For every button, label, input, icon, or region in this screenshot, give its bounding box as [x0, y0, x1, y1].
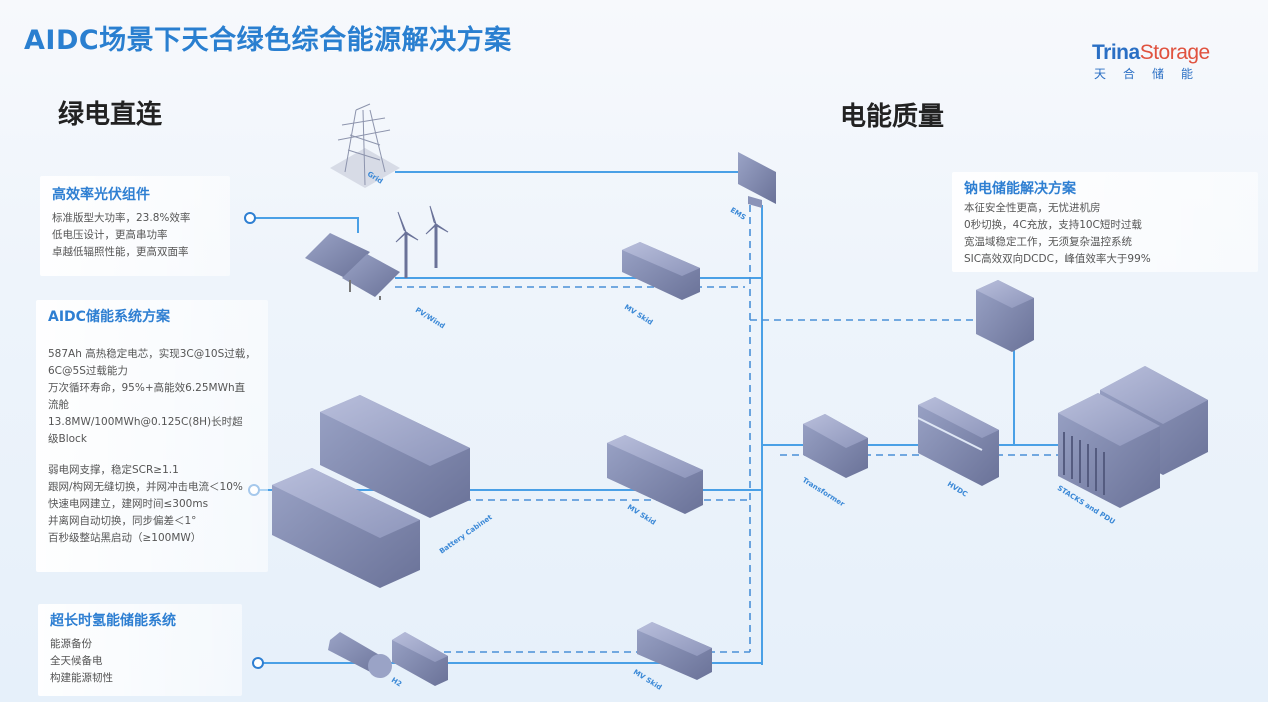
mv-skid-icon-1	[622, 242, 700, 300]
section-title-power-quality: 电能质量	[840, 102, 945, 132]
hvdc-icon	[917, 397, 999, 486]
panel-pv-heading: 高效率光伏组件	[52, 187, 150, 203]
panel-aidc-line: 587Ah 高热稳定电芯，实现3C@10S过载，	[48, 348, 256, 360]
panel-aidc-storage: AIDC储能系统方案 587Ah 高热稳定电芯，实现3C@10S过载， 6C@5…	[36, 300, 268, 572]
logo-text-trina: Trina	[1092, 41, 1140, 64]
panel-pv-line: 卓越低辐照性能，更高双面率	[52, 246, 189, 258]
panel-aidc-line: 万次循环寿命，95%+高能效6.25MWh直	[48, 382, 246, 394]
panel-aidc-line: 6C@5S过载能力	[48, 365, 128, 377]
panel-aidc-line: 13.8MW/100MWh@0.125C(8H)长时超	[48, 416, 243, 428]
page-title: AIDC场景下天合绿色综合能源解决方案	[24, 25, 512, 56]
solar-panel-icon	[305, 233, 400, 300]
logo-text-cn: 天合储能	[1094, 67, 1211, 81]
panel-pv-line: 标准版型大功率，23.8%效率	[52, 212, 191, 224]
panel-aidc-grid-line: 跟网/构网无缝切换，并网冲击电流＜10%	[48, 481, 243, 493]
connector-pv	[244, 212, 256, 224]
panel-aidc-grid-line: 百秒级整站黑启动（≥100MW）	[48, 532, 202, 544]
panel-hydrogen-line: 全天候备电	[50, 655, 103, 667]
transformer-icon	[803, 414, 868, 478]
line-pv-panel	[250, 217, 359, 233]
panel-aidc-line: 流舱	[48, 399, 69, 411]
panel-pv-modules: 高效率光伏组件 标准版型大功率，23.8%效率 低电压设计，更高串功率 卓越低辐…	[40, 176, 230, 276]
trina-storage-logo: TrinaStorage 天合储能	[1092, 42, 1210, 82]
panel-aidc-line: 级Block	[48, 433, 87, 445]
section-title-green-direct: 绿电直连	[58, 100, 163, 130]
mv-skid-icon-3	[637, 622, 712, 680]
logo-text-storage: Storage	[1139, 41, 1211, 64]
ems-monitor-icon	[738, 152, 776, 208]
sodium-storage-cabinet-icon	[976, 280, 1034, 352]
panel-hydrogen-storage: 超长时氢能储能系统 能源备份 全天候备电 构建能源韧性	[38, 604, 242, 696]
panel-sodium-storage: 钠电储能解决方案 本征安全性更高，无忧进机房 0秒切换，4C充放，支持10C短时…	[952, 172, 1258, 272]
panel-hydrogen-line: 能源备份	[50, 638, 92, 650]
panel-aidc-heading: AIDC储能系统方案	[48, 309, 170, 325]
battery-cabinet-icon	[272, 395, 470, 588]
panel-sodium-line: 宽温域稳定工作，无须复杂温控系统	[964, 236, 1132, 248]
stacks-pdu-icon	[1058, 366, 1208, 508]
wind-turbine-icon	[395, 205, 449, 278]
connector-h2	[252, 657, 264, 669]
mv-skid-icon-2	[607, 435, 703, 514]
panel-sodium-heading: 钠电储能解决方案	[964, 181, 1076, 197]
panel-aidc-grid-line: 快速电网建立，建网时间≤300ms	[48, 498, 209, 510]
panel-hydrogen-line: 构建能源韧性	[50, 672, 113, 684]
panel-aidc-grid-line: 并离网自动切换，同步偏差＜1°	[48, 515, 197, 527]
grid-tower-icon	[330, 103, 400, 188]
panel-hydrogen-heading: 超长时氢能储能系统	[50, 613, 176, 629]
panel-aidc-grid-line: 弱电网支撑，稳定SCR≥1.1	[48, 464, 179, 476]
panel-sodium-line: 0秒切换，4C充放，支持10C短时过载	[964, 219, 1142, 231]
hydrogen-tank-icon	[328, 632, 448, 686]
panel-pv-line: 低电压设计，更高串功率	[52, 229, 168, 241]
panel-sodium-line: SIC高效双向DCDC，峰值效率大于99%	[964, 253, 1151, 265]
panel-sodium-line: 本征安全性更高，无忧进机房	[964, 202, 1101, 214]
